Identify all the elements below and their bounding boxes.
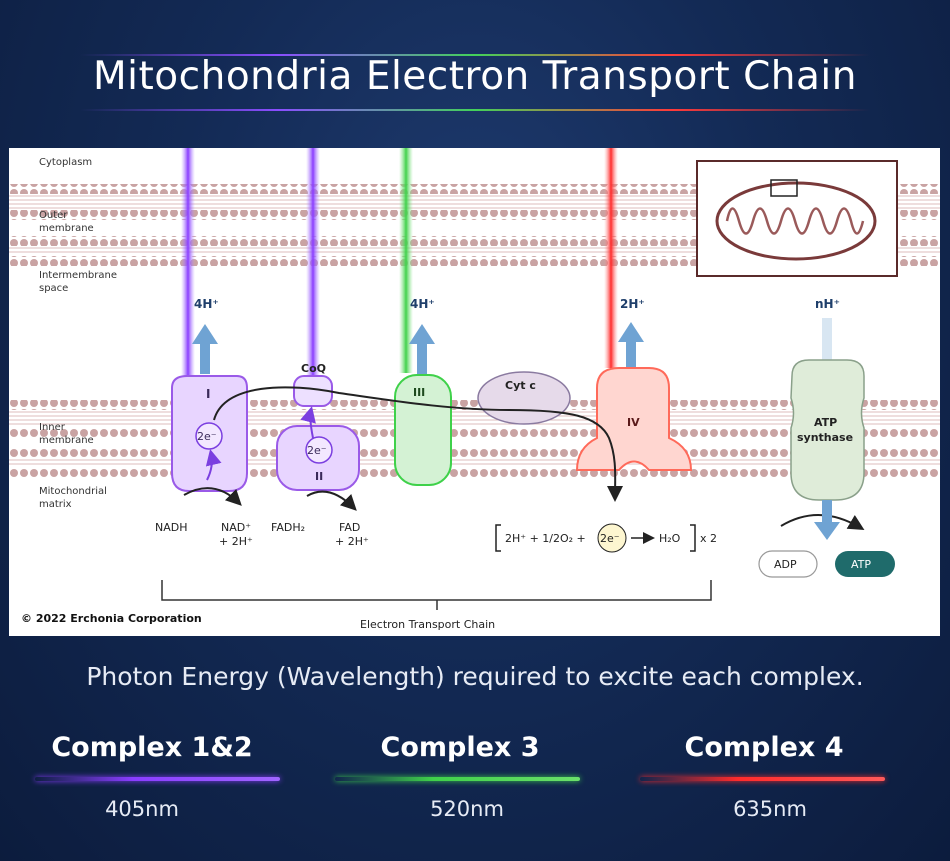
chain-bracket bbox=[161, 580, 712, 610]
legend-complex-4-wavelength: 635nm bbox=[733, 797, 807, 821]
complex-ii: 2e⁻ II bbox=[276, 425, 360, 491]
coq: CoQ bbox=[293, 362, 333, 407]
beam-green bbox=[399, 148, 413, 373]
title-top-line bbox=[80, 54, 870, 56]
beam-red bbox=[604, 148, 618, 368]
legend-complex-1-2-wavelength: 405nm bbox=[105, 797, 179, 821]
legend-complex-3-label: Complex 3 bbox=[380, 732, 540, 763]
nad-h-label: + 2H⁺ bbox=[219, 535, 253, 548]
nadh-label: NADH bbox=[155, 521, 188, 534]
copyright: © 2022 Erchonia Corporation bbox=[21, 612, 202, 625]
inner-membrane bbox=[9, 400, 940, 478]
title-bottom-line bbox=[80, 109, 870, 111]
page-title: Mitochondria Electron Transport Chain bbox=[93, 54, 857, 99]
svg-text:IV: IV bbox=[627, 416, 640, 429]
svg-text:H₂O: H₂O bbox=[659, 532, 681, 545]
svg-text:2e⁻: 2e⁻ bbox=[197, 430, 217, 443]
atp-arrow bbox=[780, 514, 865, 531]
svg-text:II: II bbox=[315, 470, 323, 483]
svg-text:2e⁻: 2e⁻ bbox=[307, 444, 327, 457]
legend-complex-3-line bbox=[335, 777, 580, 781]
complex-iv: IV bbox=[575, 367, 693, 471]
svg-text:ADP: ADP bbox=[774, 558, 797, 571]
legend-complex-1-2-label: Complex 1&2 bbox=[51, 732, 253, 763]
svg-text:x 2: x 2 bbox=[700, 532, 717, 545]
fad-label: FAD bbox=[339, 521, 360, 534]
mitochondrion-inset bbox=[696, 160, 898, 277]
proton-label-n: nH⁺ bbox=[815, 297, 840, 311]
svg-text:Cyt c: Cyt c bbox=[505, 379, 536, 392]
label-cytoplasm: Cytoplasm bbox=[39, 157, 92, 168]
complex-iii: III bbox=[394, 374, 452, 486]
proton-label-1: 4H⁺ bbox=[194, 297, 219, 311]
svg-text:ATP: ATP bbox=[851, 558, 871, 571]
proton-arrow-1 bbox=[192, 324, 218, 374]
atp-pill: ATP bbox=[835, 551, 895, 577]
beam-violet-2 bbox=[306, 148, 320, 398]
cyt-c: Cyt c bbox=[477, 371, 571, 425]
electron-path bbox=[213, 386, 624, 502]
complex-i: I 2e⁻ bbox=[171, 375, 248, 492]
proton-arrow-3 bbox=[409, 324, 435, 376]
proton-label-3: 4H⁺ bbox=[410, 297, 435, 311]
svg-text:ATP: ATP bbox=[814, 416, 837, 429]
chain-label: Electron Transport Chain bbox=[360, 618, 495, 631]
atp-down-arrow bbox=[814, 500, 840, 540]
adp-pill: ADP bbox=[758, 550, 818, 578]
svg-text:synthase: synthase bbox=[797, 431, 853, 444]
svg-text:2H⁺ + 1/2O₂ +: 2H⁺ + 1/2O₂ + bbox=[505, 532, 586, 545]
fadh2-arrow bbox=[306, 490, 357, 511]
svg-text:CoQ: CoQ bbox=[301, 362, 326, 375]
legend-complex-4-label: Complex 4 bbox=[684, 732, 844, 763]
legend-complex-4-line bbox=[640, 777, 885, 781]
beam-violet-1 bbox=[181, 148, 195, 383]
proton-arrow-4 bbox=[618, 322, 644, 368]
electron-arrow-2 bbox=[300, 406, 316, 439]
proton-arrow-n bbox=[822, 318, 832, 363]
svg-text:III: III bbox=[413, 386, 425, 399]
fadh2-label: FADH₂ bbox=[271, 521, 305, 534]
nadh-arrow bbox=[183, 487, 242, 506]
legend-complex-1-2-line bbox=[35, 777, 280, 781]
water-reaction: 2H⁺ + 1/2O₂ + 2e⁻ H₂O x 2 bbox=[495, 523, 717, 553]
electron-arrow-1 bbox=[205, 449, 222, 481]
nad-label: NAD⁺ bbox=[221, 521, 251, 534]
atp-synthase: ATP synthase bbox=[790, 359, 865, 501]
svg-text:I: I bbox=[206, 387, 210, 401]
proton-label-4: 2H⁺ bbox=[620, 297, 645, 311]
svg-text:2e⁻: 2e⁻ bbox=[600, 532, 620, 545]
legend-complex-3-wavelength: 520nm bbox=[430, 797, 504, 821]
fad-h-label: + 2H⁺ bbox=[335, 535, 369, 548]
photon-subtitle: Photon Energy (Wavelength) required to e… bbox=[86, 662, 864, 691]
